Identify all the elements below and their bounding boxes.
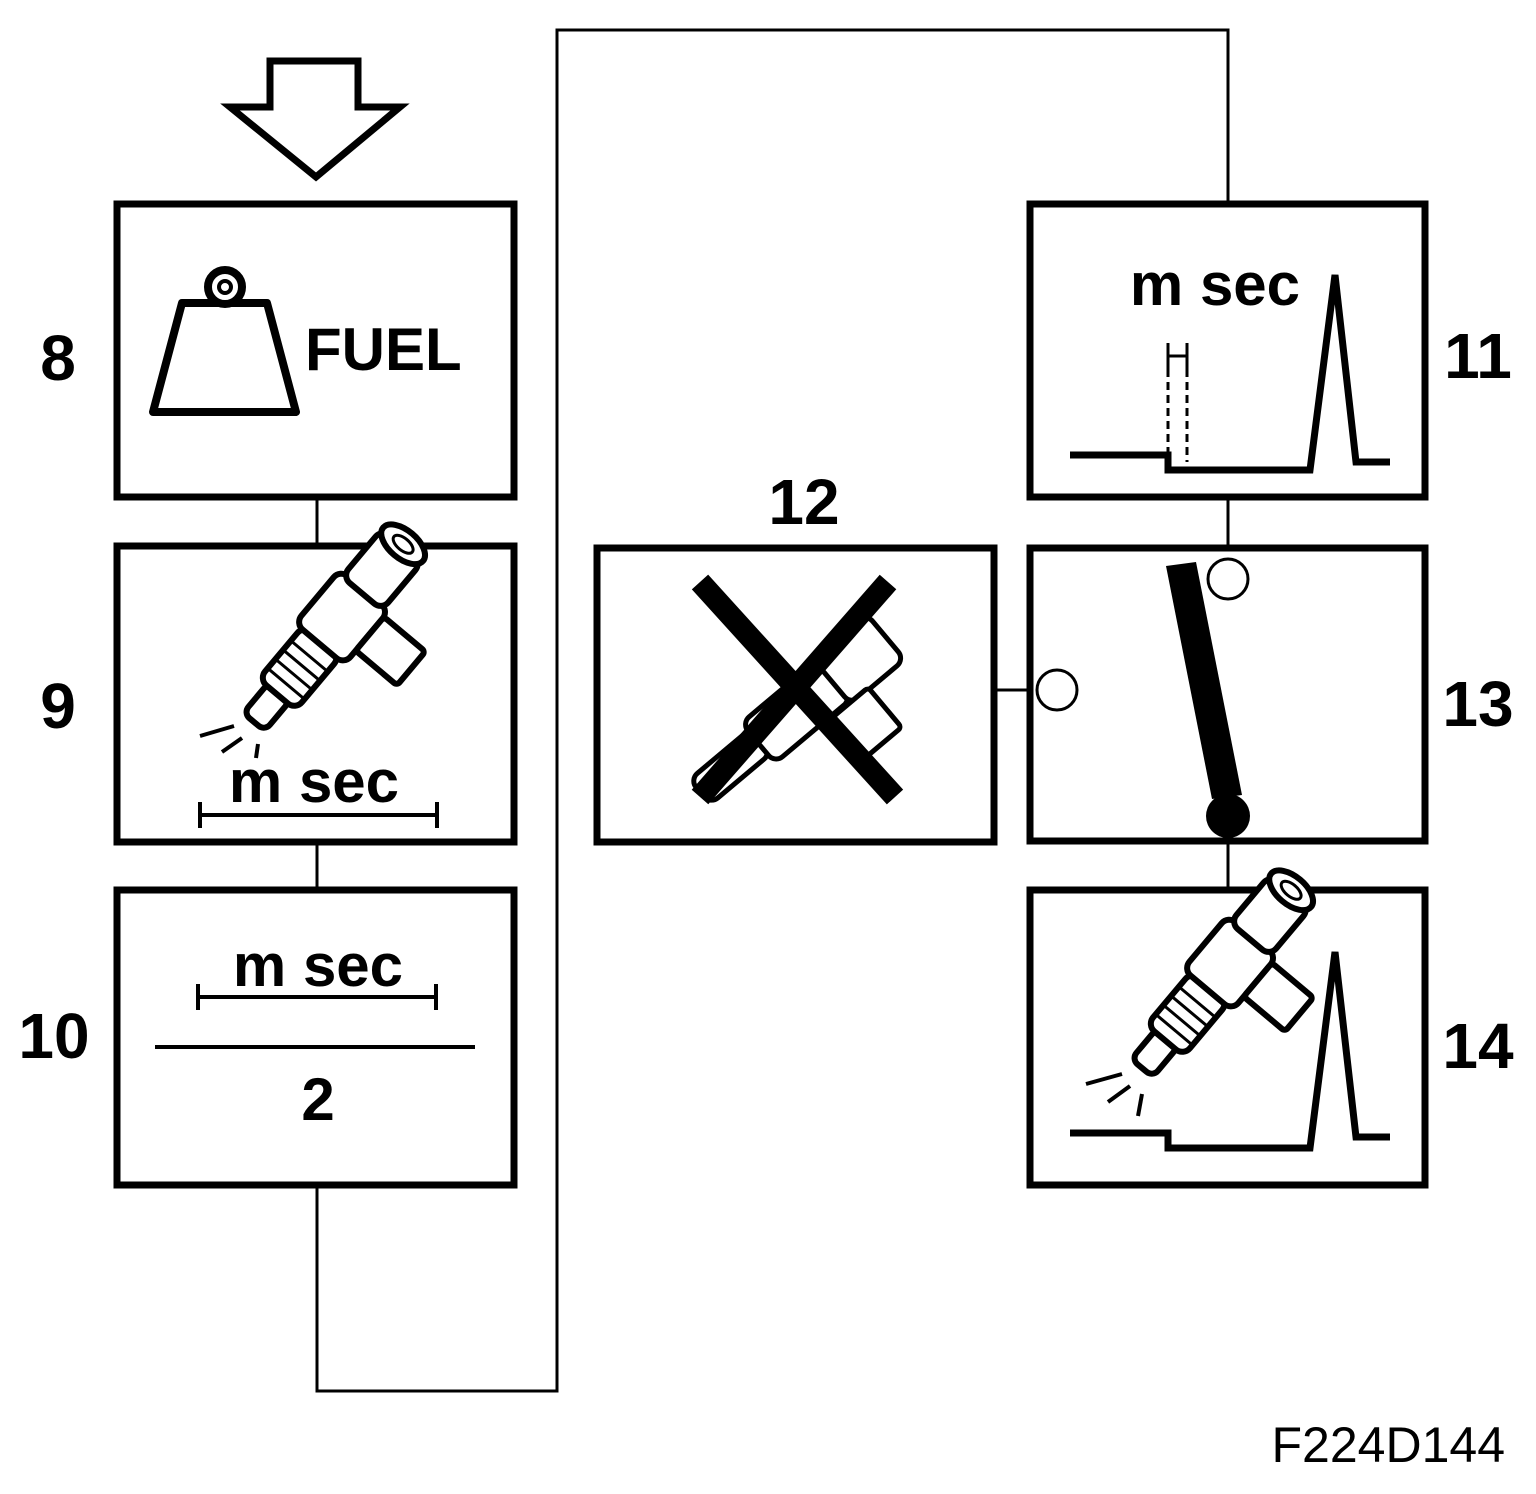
duration-bracket-icon — [198, 802, 439, 828]
duration-bracket-icon — [196, 984, 438, 1010]
spray-lines — [1085, 1072, 1144, 1117]
fuel-injector-icon — [243, 521, 428, 731]
step-8-box: FUEL — [113, 200, 518, 501]
exclamation-mark-icon — [1166, 562, 1250, 838]
connector-circle — [1035, 668, 1079, 712]
figure-id: F224D144 — [1272, 1417, 1506, 1473]
connector-lines — [315, 28, 1230, 1393]
step-10-number: 10 — [18, 1000, 89, 1072]
step-12-box — [593, 544, 998, 846]
step-13-box — [1026, 544, 1429, 845]
weight-icon — [149, 266, 300, 416]
step-12-number: 12 — [768, 466, 839, 538]
step-13-number: 13 — [1442, 668, 1513, 740]
step-10-box: m sec 2 — [113, 886, 518, 1189]
step-8-number: 8 — [40, 322, 76, 394]
fuel-label: FUEL — [305, 316, 462, 383]
step-11-number: 11 — [1444, 320, 1512, 392]
divisor-label: 2 — [301, 1066, 334, 1133]
waveform-icon — [1070, 951, 1390, 1152]
injection-pulse-waveform-icon — [1070, 274, 1390, 474]
step-14-box — [1026, 867, 1429, 1189]
crossed-out-injector-icon — [691, 574, 904, 805]
m-sec-label: m sec — [229, 748, 399, 815]
fuel-injector-icon — [1131, 867, 1316, 1077]
m-sec-label: m sec — [1130, 251, 1300, 318]
start-arrow-icon — [220, 57, 410, 182]
spray-lines — [199, 724, 260, 759]
step-11-box: m sec — [1026, 200, 1429, 501]
step-14-number: 14 — [1442, 1010, 1514, 1082]
step-9-box: m sec — [113, 521, 518, 846]
step-9-number: 9 — [40, 670, 76, 742]
m-sec-label: m sec — [233, 932, 403, 999]
connector-circle — [1206, 557, 1250, 601]
